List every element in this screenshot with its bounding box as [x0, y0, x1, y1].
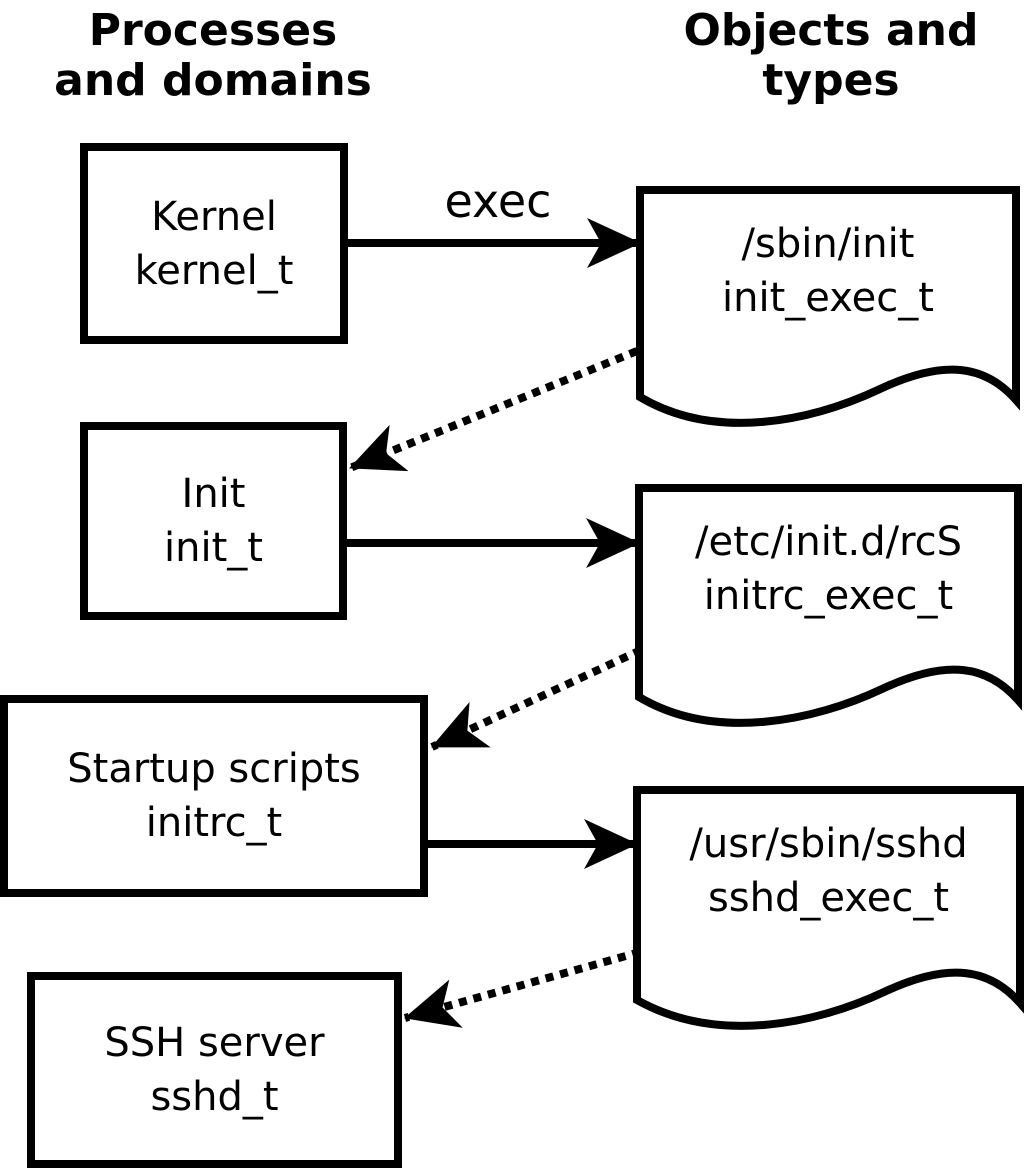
- process-box-startup-scripts: Startup scripts initrc_t: [0, 695, 428, 897]
- dotted-arrow-rcs-to-initrc: [430, 646, 643, 751]
- column-header-processes: Processes and domains: [3, 6, 423, 106]
- object-label-sbin-init: /sbin/init init_exec_t: [640, 196, 1016, 346]
- process-domain: init_t: [164, 525, 263, 571]
- header-line: and domains: [54, 55, 372, 106]
- header-line: types: [762, 55, 900, 106]
- object-doc-etc-initd-rcs: [635, 484, 1022, 727]
- header-line: Processes: [88, 5, 338, 56]
- object-label-usr-sbin-sshd: /usr/sbin/sshd sshd_exec_t: [637, 796, 1020, 946]
- process-name: Init: [181, 471, 246, 517]
- process-box-ssh-server: SSH server sshd_t: [27, 972, 402, 1168]
- dotted-arrow-sshd-to-sshserver: [403, 948, 642, 1028]
- dotted-arrow-sbin-init-to-init: [348, 347, 639, 472]
- process-domain: kernel_t: [134, 247, 294, 294]
- process-name: SSH server: [104, 1020, 325, 1066]
- object-path: /usr/sbin/sshd: [689, 821, 968, 867]
- process-box-init: Init init_t: [80, 422, 347, 620]
- process-name: Kernel: [151, 193, 277, 240]
- object-doc-usr-sbin-sshd: [633, 786, 1024, 1030]
- object-type: sshd_exec_t: [707, 875, 950, 921]
- column-header-objects: Objects and types: [621, 6, 1024, 106]
- object-type: init_exec_t: [722, 275, 934, 321]
- process-name: Startup scripts: [67, 746, 361, 792]
- header-line: Objects and: [683, 5, 979, 56]
- object-doc-sbin-init: [636, 186, 1020, 427]
- exec-arrow-label: exec: [444, 174, 552, 228]
- object-path: /etc/init.d/rcS: [694, 519, 963, 565]
- process-domain: sshd_t: [150, 1074, 279, 1120]
- object-type: initrc_exec_t: [703, 573, 954, 619]
- object-label-etc-initd-rcs: /etc/init.d/rcS initrc_exec_t: [639, 494, 1018, 644]
- process-box-kernel: Kernel kernel_t: [80, 143, 348, 344]
- process-domain: initrc_t: [145, 800, 283, 846]
- object-path: /sbin/init: [741, 221, 915, 267]
